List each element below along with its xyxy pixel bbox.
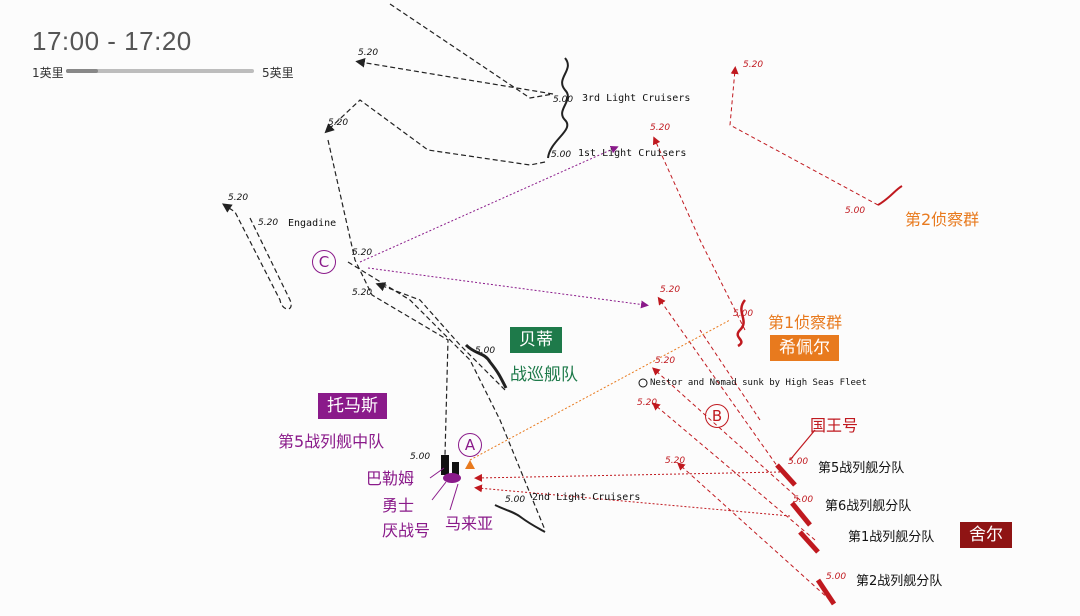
sight-c-german (367, 267, 649, 309)
time-marker: 5.00 (793, 495, 814, 505)
time-marker: 5.00 (551, 150, 572, 160)
german-div2-ship (815, 578, 837, 606)
sight-fleet-a2 (474, 484, 791, 517)
engadine-label: Engadine (288, 218, 337, 229)
time-range: 17:00 - 17:20 (32, 26, 192, 56)
alert-marker (465, 460, 475, 469)
time-marker: 5.20 (352, 288, 373, 298)
first-scouting-label: 第1侦察群 (768, 313, 843, 332)
div5-label: 第5战列舰分队 (818, 461, 905, 476)
sight-fleet-a1 (474, 471, 781, 482)
first-sg-wake (736, 299, 747, 348)
scale-bar[interactable] (66, 69, 254, 73)
time-marker: 5.20 (650, 123, 671, 133)
time-marker: 5.00 (826, 572, 847, 582)
time-marker: 5.00 (410, 452, 431, 462)
battlecruiser-track (375, 282, 506, 391)
fleet-track-2 (652, 367, 801, 501)
hipper-box: 希佩尔 (770, 335, 839, 361)
valiant-label: 勇士 (382, 496, 415, 515)
konig-label: 国王号 (810, 416, 859, 435)
konig-pointer (789, 429, 816, 461)
warspite-pointer (431, 481, 447, 501)
first-lc-track (324, 99, 546, 166)
third-lc-label: 3rd Light Cruisers (582, 93, 691, 104)
time-marker: 5.20 (743, 60, 764, 70)
div6-label: 第6战列舰分队 (825, 499, 912, 514)
sight-a-hipper (469, 319, 731, 461)
fifth-bs-label: 第5战列舰中队 (278, 432, 385, 451)
fleet-track-4 (677, 462, 831, 601)
time-marker: 5.00 (475, 346, 496, 356)
time-marker: 5.20 (665, 456, 686, 466)
warspite-label: 厌战号 (382, 521, 431, 540)
german-div5-ship (775, 463, 797, 487)
german-div1-ship (798, 530, 820, 554)
german-div6-ship (790, 501, 812, 527)
valiant-ship (452, 462, 459, 478)
time-marker: 5.00 (553, 95, 574, 105)
thomas-box: 托马斯 (318, 393, 387, 419)
div1-label: 第1战列舰分队 (848, 530, 935, 545)
battlecruiser-wake (464, 343, 508, 389)
sight-c-first-lc (359, 145, 619, 263)
time-marker: 5.00 (788, 457, 809, 467)
scale-max-label: 5英里 (262, 66, 294, 80)
point-b-marker: B (705, 404, 729, 428)
time-marker: 5.00 (505, 495, 526, 505)
barham-label: 巴勒姆 (366, 469, 415, 488)
third-lc-wake (547, 57, 569, 159)
barham-ship (441, 455, 449, 475)
time-marker: 5.20 (228, 193, 249, 203)
second-sg-track (729, 66, 879, 206)
scheer-box: 舍尔 (960, 522, 1012, 548)
scale-min-label: 1英里 (32, 66, 64, 80)
time-marker: 5.00 (845, 206, 866, 216)
time-marker: 5.20 (358, 48, 379, 58)
second-sg-wake (877, 185, 903, 206)
time-marker: 5.00 (733, 309, 754, 319)
malaya-pointer (449, 483, 459, 511)
nestor-marker (638, 378, 648, 388)
first-sg-track (652, 136, 746, 331)
scale-bar-fill (66, 69, 98, 73)
malaya-ship (443, 473, 461, 483)
malaya-label: 马来亚 (445, 514, 494, 533)
time-marker: 5.20 (258, 218, 279, 228)
time-marker: 5.20 (637, 398, 658, 408)
third-lc-track (355, 3, 554, 99)
second-scouting-label: 第2侦察群 (905, 210, 980, 229)
battlecruiser-label: 战巡舰队 (510, 365, 578, 385)
time-marker: 5.20 (352, 248, 373, 258)
second-lc-track (347, 261, 546, 531)
barham-pointer (429, 467, 445, 479)
engadine-track (222, 203, 292, 310)
time-marker: 5.20 (655, 356, 676, 366)
point-c-marker: C (312, 250, 336, 274)
second-lc-label: 2nd Light Cruisers (532, 492, 641, 503)
beatty-box: 贝蒂 (510, 327, 562, 353)
first-lc-label: 1st Light Cruisers (578, 148, 687, 159)
c-track (327, 139, 449, 456)
div2-label: 第2战列舰分队 (856, 574, 943, 589)
point-a-marker: A (458, 433, 482, 457)
time-marker: 5.20 (328, 118, 349, 128)
nestor-label: Nestor and Nomad sunk by High Seas Fleet (650, 378, 867, 388)
second-lc-wake (494, 504, 546, 533)
time-marker: 5.20 (660, 285, 681, 295)
